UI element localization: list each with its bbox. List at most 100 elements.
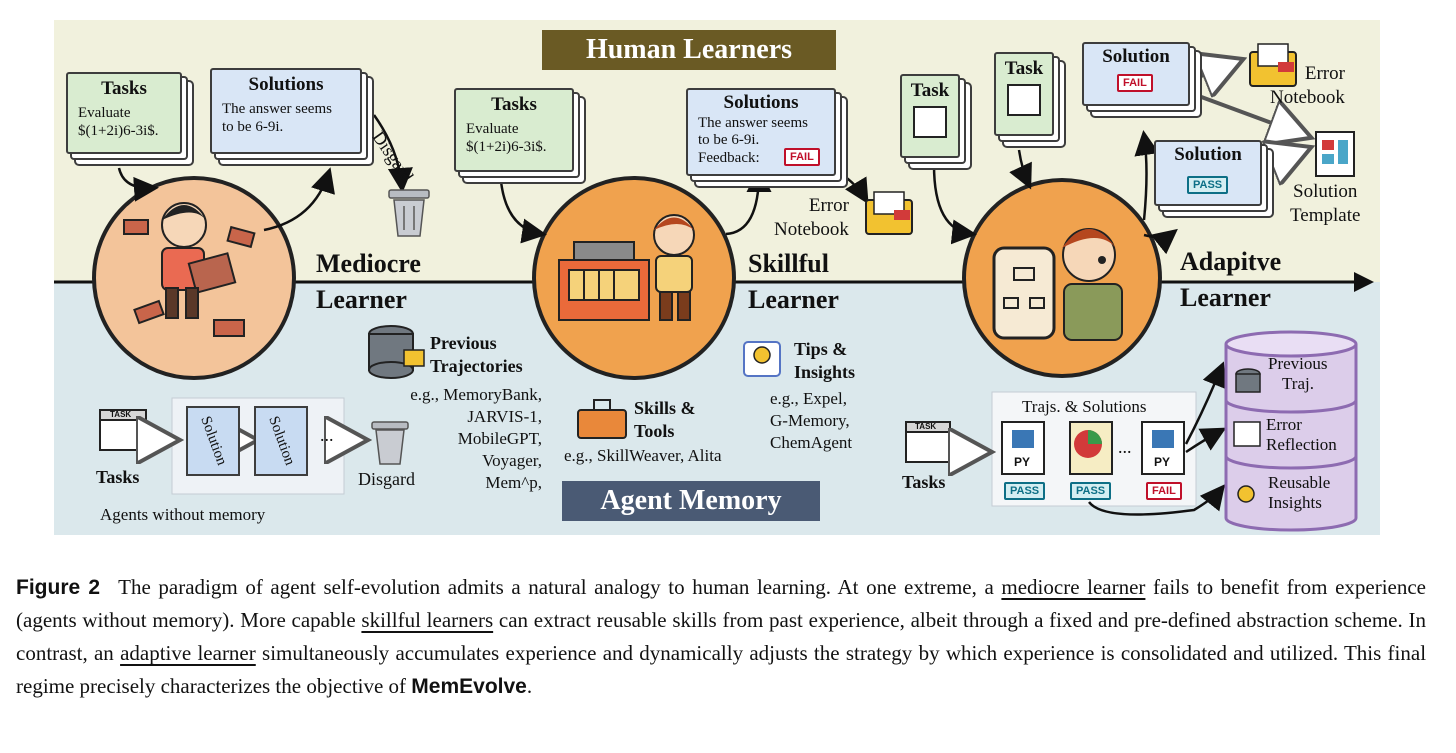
card-body: Evaluate $(1+2i)6-3i$. (466, 120, 572, 156)
figure-panel: Human Learners Agent Memory Tasks Evalua… (54, 20, 1380, 535)
title-line: Skills & (634, 397, 696, 420)
trajs-ellipsis: ... (1118, 438, 1132, 458)
adaptive-learner-illustration (964, 180, 1160, 376)
card-title: Solutions (688, 92, 834, 114)
card-title: Solution (1084, 46, 1188, 68)
db-line: Previous (1268, 354, 1328, 374)
solution-template-label: Solution Template (1290, 180, 1360, 228)
lightbulb-icon (744, 342, 780, 376)
solution-doc-2: Solution (254, 406, 308, 476)
adaptive-error-notebook-label: Error Notebook (1270, 62, 1345, 110)
db-layer-reusable-insights: Reusable Insights (1268, 473, 1330, 514)
caption-underlined-term: mediocre learner (1001, 575, 1145, 599)
learner-line: Learner (316, 282, 421, 318)
card-title: Task (996, 58, 1052, 80)
caption-underlined-term: skillful learners (361, 608, 493, 632)
task-icon-text: TASK (915, 423, 936, 432)
card-title: Tasks (456, 94, 572, 116)
fail-badge: FAIL (1146, 482, 1182, 500)
error-notebook-label: Error Notebook (774, 194, 849, 242)
task-doc-icon (913, 106, 947, 138)
example-line: JARVIS-1, (382, 406, 542, 428)
label-line: Notebook (774, 218, 849, 242)
example-line: G-Memory, (770, 410, 852, 432)
db-line: Reusable (1268, 473, 1330, 493)
solution-doc-1: Solution (186, 406, 240, 476)
task-icon-text: TASK (110, 411, 131, 420)
solution-doc-label: Solution (196, 414, 229, 468)
py-label-1: PY (1014, 456, 1030, 469)
fail-badge: FAIL (784, 148, 820, 166)
title-line: Tools (634, 420, 696, 443)
tips-insights-title: Tips & Insights (794, 338, 855, 383)
caption-bold-term: MemEvolve (411, 675, 527, 698)
learner-line: Mediocre (316, 246, 421, 282)
skillful-learner-illustration (534, 178, 734, 378)
trajs-solutions-label: Trajs. & Solutions (1022, 398, 1147, 417)
skillful-learner-label: Skillful Learner (748, 246, 839, 318)
tasks-label: Tasks (96, 468, 139, 488)
db-layer-error-reflection: Error Reflection (1266, 415, 1337, 456)
adaptive-solution-pass-card: Solution (1154, 140, 1262, 206)
card-title: Tasks (68, 78, 180, 100)
title-line: Tips & (794, 338, 855, 361)
fail-badge: FAIL (1117, 74, 1153, 92)
label-line: Error (1270, 62, 1345, 86)
mediocre-solutions-card: Solutions The answer seems to be 6-9i. (210, 68, 362, 154)
label-line: Notebook (1270, 86, 1345, 110)
learner-line: Learner (748, 282, 839, 318)
skillful-tasks-card: Tasks Evaluate $(1+2i)6-3i$. (454, 88, 574, 172)
example-line: ChemAgent (770, 432, 852, 454)
human-learners-banner: Human Learners (542, 30, 836, 70)
learner-line: Learner (1180, 280, 1281, 316)
db-line: Insights (1268, 493, 1330, 513)
pass-badge: PASS (1004, 482, 1045, 500)
tips-insights-examples: e.g., Expel, G-Memory, ChemAgent (770, 388, 852, 454)
example-line: MobileGPT, (382, 428, 542, 450)
label-line: Template (1290, 204, 1360, 228)
agent-memory-banner: Agent Memory (562, 481, 820, 521)
example-line: e.g., Expel, (770, 388, 852, 410)
agents-without-memory-label: Agents without memory (100, 506, 265, 525)
pass-badge: PASS (1187, 176, 1228, 194)
card-title: Task (902, 80, 958, 102)
db-line: Traj. (1268, 374, 1328, 394)
db-line: Error (1266, 415, 1337, 435)
adaptive-task-card-1: Task (900, 74, 960, 158)
figure-caption: Figure 2 The paradigm of agent self-evol… (16, 571, 1426, 703)
adaptive-task-card-2: Task (994, 52, 1054, 136)
pass-badge: PASS (1070, 482, 1111, 500)
chart-file-icon (1070, 422, 1112, 474)
card-body: Evaluate $(1+2i)6-3i$. (78, 104, 180, 140)
title-line: Previous (430, 332, 523, 355)
label-line: Error (774, 194, 849, 218)
mediocre-learner-illustration (94, 178, 294, 378)
caption-text: The paradigm of agent self-evolution adm… (16, 575, 1426, 698)
mediocre-tasks-card: Tasks Evaluate $(1+2i)6-3i$. (66, 72, 182, 154)
db-layer-previous-traj: Previous Traj. (1268, 354, 1328, 395)
previous-trajectories-title: Previous Trajectories (430, 332, 523, 377)
mediocre-learner-label: Mediocre Learner (316, 246, 421, 318)
title-line: Insights (794, 361, 855, 384)
adaptive-tasks-label: Tasks (902, 473, 945, 493)
skills-tools-examples: e.g., SkillWeaver, Alita (564, 447, 722, 466)
card-title: Solutions (212, 74, 360, 96)
db-line: Reflection (1266, 435, 1337, 455)
skills-tools-title: Skills & Tools (634, 397, 696, 442)
label-line: Solution (1290, 180, 1360, 204)
ellipsis: ... (320, 426, 334, 446)
learner-line: Skillful (748, 246, 839, 282)
learner-line: Adapitve (1180, 244, 1281, 280)
caption-underlined-term: adaptive learner (120, 641, 256, 665)
template-icon (1316, 132, 1354, 176)
card-body: The answer seems to be 6-9i. (222, 100, 360, 136)
solution-doc-label: Solution (264, 414, 297, 468)
example-line: e.g., MemoryBank, (382, 384, 542, 406)
py-label-2: PY (1154, 456, 1170, 469)
adaptive-learner-label: Adapitve Learner (1180, 244, 1281, 316)
title-line: Trajectories (430, 355, 523, 378)
figure-label: Figure 2 (16, 576, 100, 599)
card-title: Solution (1156, 144, 1260, 166)
task-doc-icon (1007, 84, 1041, 116)
bottom-discard-label: Disgard (358, 470, 415, 490)
